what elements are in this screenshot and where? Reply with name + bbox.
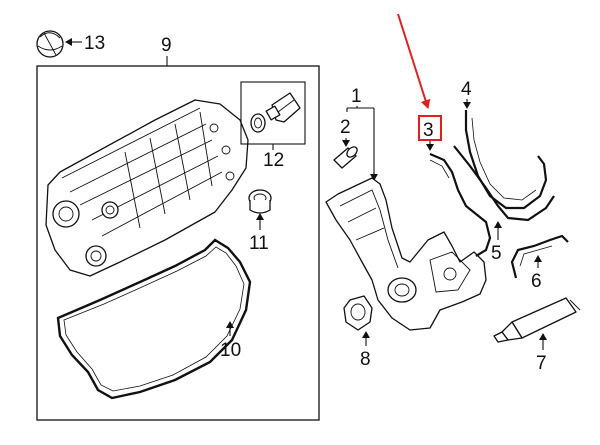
callout-4[interactable]: 4 [461, 79, 472, 100]
part-2-dowel-pin [333, 146, 358, 169]
part-3-cover-gasket [429, 152, 492, 257]
part-1-timing-cover [325, 177, 487, 331]
callout-5[interactable]: 5 [491, 243, 502, 264]
part-8-seal [343, 295, 373, 331]
callout-2[interactable]: 2 [340, 117, 351, 138]
callout-13[interactable]: 13 [84, 33, 105, 54]
highlight-arrow [397, 13, 431, 109]
callout-1[interactable]: 1 [351, 86, 362, 107]
part-6-gasket [510, 234, 569, 279]
assembly-box-9 [36, 65, 320, 421]
highlight-box-3 [418, 115, 442, 141]
part-11-grommet [248, 189, 272, 214]
part-12-sensor [250, 92, 301, 133]
callout-3[interactable]: 3 [423, 120, 434, 141]
part-4-gasket [464, 110, 548, 210]
callout-9[interactable]: 9 [161, 35, 172, 56]
leader-1 [346, 106, 375, 175]
part-9-valve-cover [45, 99, 249, 277]
callout-10[interactable]: 10 [220, 340, 241, 361]
callout-12[interactable]: 12 [263, 150, 284, 171]
part-13-oil-cap [36, 30, 64, 58]
callout-6[interactable]: 6 [531, 271, 542, 292]
part-7-sealant-tube [493, 297, 581, 343]
part-5-gasket [453, 145, 555, 222]
callout-11[interactable]: 11 [249, 233, 269, 254]
callout-8[interactable]: 8 [360, 349, 371, 370]
callout-7[interactable]: 7 [536, 353, 547, 374]
